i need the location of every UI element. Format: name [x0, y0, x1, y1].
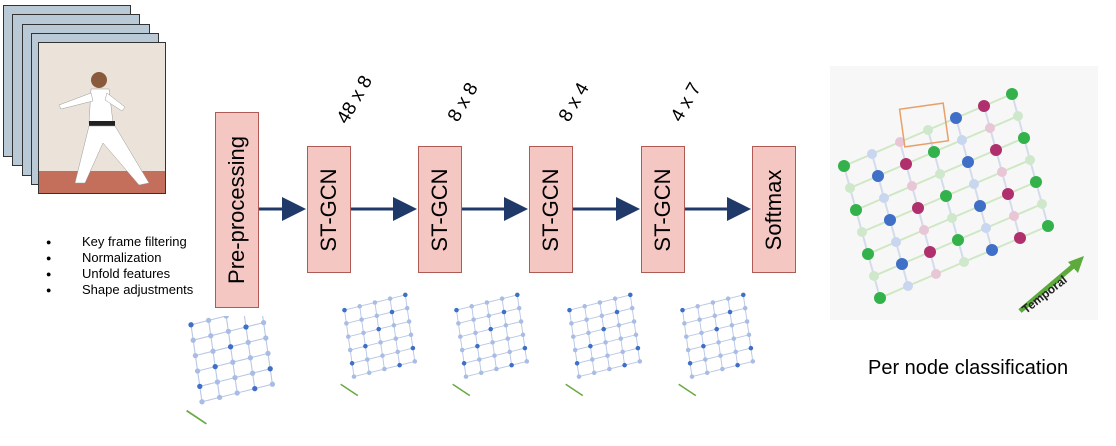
- graph-node: [850, 204, 862, 216]
- graph-node: [924, 246, 936, 258]
- list-item: Normalization: [40, 250, 193, 266]
- graph-node: [884, 214, 896, 226]
- graph-node: [928, 146, 940, 158]
- graph-node: [879, 193, 889, 203]
- graph-node: [857, 227, 867, 237]
- graph-node: [986, 244, 998, 256]
- graph-node: [1013, 111, 1023, 121]
- skeleton-graph-thumb: [186, 316, 276, 425]
- temporal-arrowhead: [1068, 256, 1084, 273]
- graph-node: [1037, 199, 1047, 209]
- graph-node: [962, 156, 974, 168]
- graph-node: [896, 258, 908, 270]
- classification-graph: Temporal: [830, 66, 1098, 320]
- graph-node: [923, 125, 933, 135]
- graph-node: [907, 181, 917, 191]
- caption: Per node classification: [868, 357, 1069, 379]
- skeleton-graph-thumb: [340, 292, 418, 397]
- preprocessing-block: Pre-processing: [215, 112, 259, 308]
- stgcn-block-1: ST-GCN: [307, 146, 351, 273]
- highlight-box: [898, 102, 950, 148]
- graph-node: [1030, 176, 1042, 188]
- graph-node: [912, 202, 924, 214]
- graph-node: [990, 144, 1002, 156]
- preprocessing-steps-list: Key frame filtering Normalization Unfold…: [40, 234, 193, 298]
- graph-node: [981, 223, 991, 233]
- graph-node: [1006, 88, 1018, 100]
- graph-node: [952, 234, 964, 246]
- graph-node: [947, 213, 957, 223]
- graph-node: [903, 281, 913, 291]
- graph-node: [1018, 132, 1030, 144]
- stgcn-block-3: ST-GCN: [529, 146, 573, 273]
- graph-node: [874, 292, 886, 304]
- graph-node: [1002, 188, 1014, 200]
- graph-node: [869, 271, 879, 281]
- list-item: Unfold features: [40, 266, 193, 282]
- graph-node: [950, 112, 962, 124]
- graph-node: [935, 169, 945, 179]
- graph-node: [919, 225, 929, 235]
- graph-node: [997, 167, 1007, 177]
- graph-node: [862, 248, 874, 260]
- skeleton-graph-thumb: [565, 292, 643, 397]
- stgcn-block-2: ST-GCN: [418, 146, 462, 273]
- graph-node: [1014, 232, 1026, 244]
- skeleton-graph-thumb: [452, 292, 530, 397]
- graph-node: [1042, 220, 1054, 232]
- athlete-frame: [38, 42, 166, 194]
- graph-node: [872, 170, 884, 182]
- graph-node: [900, 158, 912, 170]
- temporal-arrow: [1018, 260, 1080, 313]
- graph-node: [891, 237, 901, 247]
- stgcn-block-4: ST-GCN: [641, 146, 685, 273]
- graph-node: [931, 269, 941, 279]
- graph-node: [974, 200, 986, 212]
- graph-node: [895, 137, 905, 147]
- graph-node: [978, 100, 990, 112]
- graph-node: [845, 183, 855, 193]
- skeleton-graph-thumb: [678, 292, 756, 397]
- graph-node: [957, 135, 967, 145]
- graph-node: [969, 179, 979, 189]
- list-item: Key frame filtering: [40, 234, 193, 250]
- graph-node: [867, 149, 877, 159]
- list-item: Shape adjustments: [40, 282, 193, 298]
- graph-node: [1025, 155, 1035, 165]
- graph-node: [1009, 211, 1019, 221]
- graph-node: [959, 257, 969, 267]
- graph-node: [940, 190, 952, 202]
- athlete-image: [39, 43, 165, 193]
- softmax-block: Softmax: [752, 146, 796, 273]
- graph-node: [838, 160, 850, 172]
- graph-node: [985, 123, 995, 133]
